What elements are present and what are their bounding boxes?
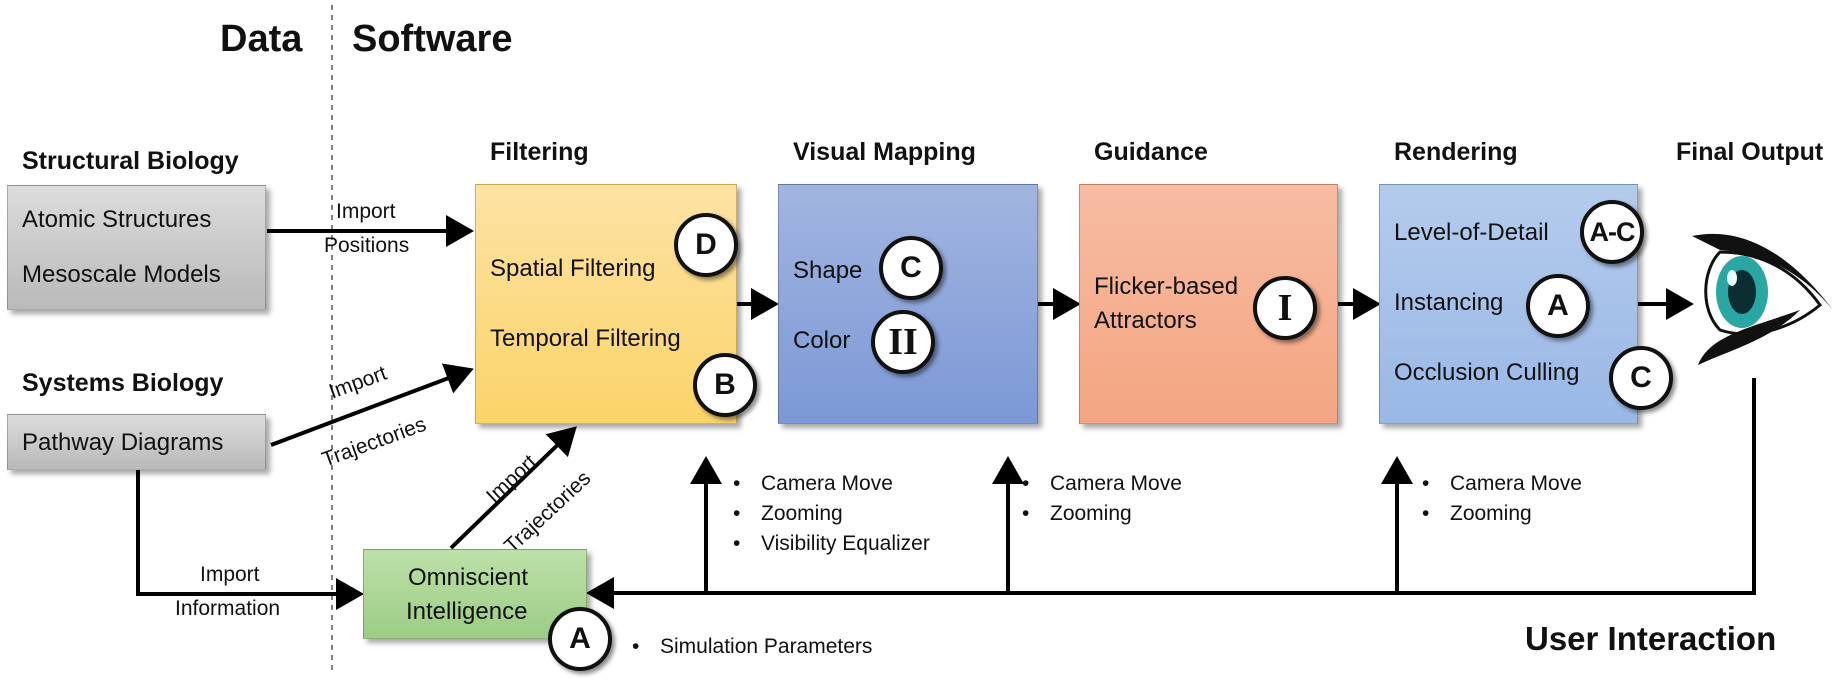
list-item: Zooming: [733, 499, 930, 529]
eye-icon: [1692, 233, 1833, 365]
rendering-title: Rendering: [1394, 138, 1518, 166]
rendering-badge-a-c: A-C: [1580, 200, 1644, 264]
edge-label-positions: Positions: [324, 234, 410, 257]
software-column-header: Software: [352, 18, 513, 60]
structural-biology-title: Structural Biology: [22, 147, 239, 175]
omniscient-label: Omniscient: [408, 564, 529, 591]
list-item: Camera Move: [1422, 469, 1582, 499]
edge-label-import: Import: [200, 563, 260, 586]
visual-mapping-title: Visual Mapping: [793, 138, 976, 166]
atomic-structures-label: Atomic Structures: [22, 206, 212, 233]
arrow-omniscient-to-filtering: [449, 426, 577, 550]
spatial-filtering-label: Spatial Filtering: [490, 255, 656, 282]
list-item: Simulation Parameters: [632, 632, 872, 662]
arrow-import-information: [136, 470, 364, 610]
list-item: Zooming: [1422, 499, 1582, 529]
user-interaction-label: User Interaction: [1525, 620, 1777, 657]
omniscient-intelligence-box: Omniscient Intelligence: [363, 549, 587, 639]
shape-label: Shape: [793, 257, 863, 284]
edge-label-import: Import: [336, 200, 396, 223]
guidance-title: Guidance: [1094, 138, 1208, 166]
arrow-import-trajectories: [270, 363, 474, 447]
simulation-params-list: Simulation Parameters: [632, 632, 872, 662]
mapping-badge-ii: II: [871, 310, 935, 374]
color-label: Color: [793, 327, 851, 354]
rendering-badge-a: A: [1526, 274, 1590, 338]
instancing-label: Instancing: [1394, 289, 1504, 316]
list-item: Zooming: [1022, 499, 1182, 529]
data-column-header: Data: [220, 18, 303, 60]
filtering-badge-d: D: [674, 213, 738, 277]
omniscient-badge-a: A: [548, 607, 612, 671]
pathway-diagrams-label: Pathway Diagrams: [22, 429, 224, 456]
mesoscale-models-label: Mesoscale Models: [22, 261, 221, 288]
occlusion-culling-label: Occlusion Culling: [1394, 359, 1580, 386]
attractors-label: Attractors: [1094, 307, 1197, 334]
user-interaction-feedback-line: [586, 378, 1756, 609]
rendering-badge-c: C: [1609, 346, 1673, 410]
filtering-interactions-list: Camera Move Zooming Visibility Equalizer: [733, 469, 930, 559]
filtering-badge-b: B: [693, 353, 757, 417]
mapping-interactions-list: Camera Move Zooming: [1022, 469, 1182, 529]
structural-data-box: Atomic Structures Mesoscale Models: [7, 185, 266, 310]
systems-data-box: Pathway Diagrams: [7, 414, 266, 470]
guidance-badge-i: I: [1253, 276, 1317, 340]
level-of-detail-label: Level-of-Detail: [1394, 219, 1549, 246]
filtering-title: Filtering: [490, 138, 589, 166]
list-item: Camera Move: [733, 469, 930, 499]
systems-biology-title: Systems Biology: [22, 369, 224, 397]
flicker-based-label: Flicker-based: [1094, 273, 1239, 300]
mapping-badge-c: C: [879, 236, 943, 300]
edge-label-information: Information: [175, 597, 281, 620]
list-item: Visibility Equalizer: [733, 529, 930, 559]
rendering-interactions-list: Camera Move Zooming: [1422, 469, 1582, 529]
intelligence-label: Intelligence: [406, 598, 528, 625]
final-output-title: Final Output: [1676, 138, 1824, 166]
visual-mapping-box: Shape Color: [778, 184, 1038, 424]
list-item: Camera Move: [1022, 469, 1182, 499]
temporal-filtering-label: Temporal Filtering: [490, 325, 681, 352]
